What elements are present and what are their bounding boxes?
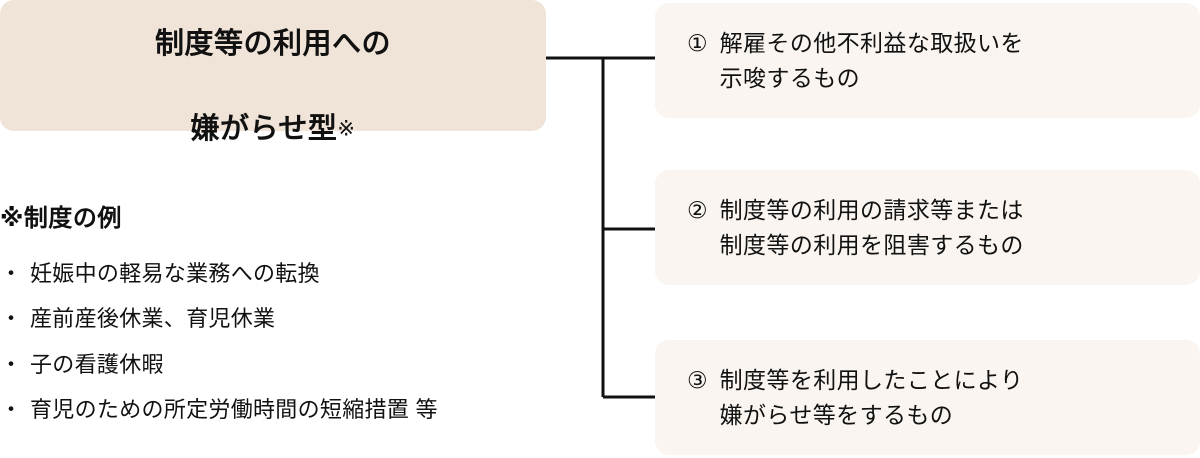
note-list: ・ 妊娠中の軽易な業務への転換 ・ 産前産後休業、育児休業 ・ 子の看護休暇 ・… (0, 260, 600, 424)
item-content: ② 制度等の利用の請求等または 制度等の利用を阻害するもの (655, 193, 1024, 263)
item-text: 制度等を利用したことにより 嫌がらせ等をするもの (719, 366, 1024, 428)
item-box-3: ③ 制度等を利用したことにより 嫌がらせ等をするもの (655, 340, 1200, 455)
reference-mark-icon: ※ (337, 117, 356, 141)
item-box-2: ② 制度等の利用の請求等または 制度等の利用を阻害するもの (655, 170, 1200, 285)
list-item: ・ 育児のための所定労働時間の短縮措置 等 (0, 396, 600, 424)
item-text: 制度等の利用の請求等または 制度等の利用を阻害するもの (719, 196, 1024, 258)
list-item-label: 妊娠中の軽易な業務への転換 (30, 260, 320, 286)
category-title: 制度等の利用への 嫌がらせ型※ (155, 0, 391, 150)
bullet-icon: ・ (0, 351, 23, 377)
item-content: ③ 制度等を利用したことにより 嫌がらせ等をするもの (655, 363, 1023, 433)
item-number-icon: ① (687, 29, 708, 56)
item-number-icon: ③ (687, 366, 708, 393)
list-item-label: 子の看護休暇 (30, 351, 164, 377)
list-item-label: 産前産後休業、育児休業 (30, 306, 276, 332)
note-block: ※制度の例 ・ 妊娠中の軽易な業務への転換 ・ 産前産後休業、育児休業 ・ 子の… (0, 205, 600, 424)
bullet-icon: ・ (0, 260, 23, 286)
bullet-icon: ・ (0, 397, 23, 423)
item-content: ① 解雇その他不利益な取扱いを 示唆するもの (655, 26, 1024, 96)
list-item: ・ 妊娠中の軽易な業務への転換 (0, 260, 600, 288)
item-text: 解雇その他不利益な取扱いを 示唆するもの (719, 29, 1024, 91)
category-title-line2: 嫌がらせ型 (190, 112, 338, 145)
item-number-icon: ② (687, 196, 708, 223)
list-item: ・ 産前産後休業、育児休業 (0, 305, 600, 333)
list-item: ・ 子の看護休暇 (0, 351, 600, 379)
list-item-label: 育児のための所定労働時間の短縮措置 等 (30, 397, 438, 423)
bullet-icon: ・ (0, 306, 23, 332)
category-title-line1: 制度等の利用への (154, 28, 391, 61)
category-box: 制度等の利用への 嫌がらせ型※ (0, 0, 546, 145)
item-box-1: ① 解雇その他不利益な取扱いを 示唆するもの (655, 3, 1200, 118)
note-heading: ※制度の例 (0, 205, 122, 232)
